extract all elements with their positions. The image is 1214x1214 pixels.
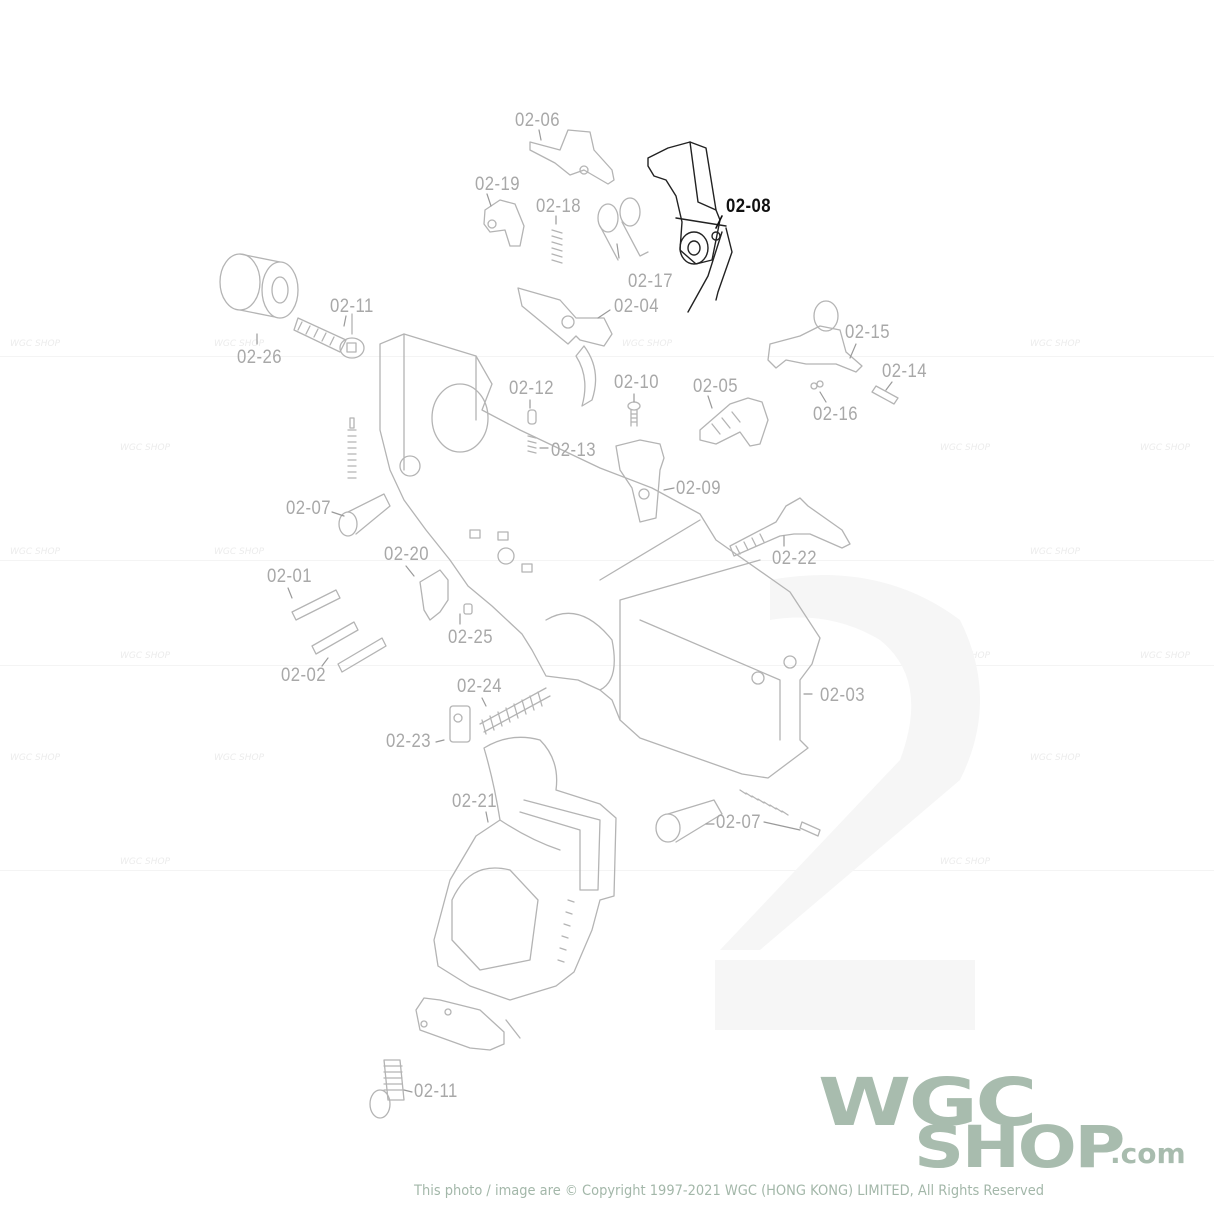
- part-02-11-screw: [293, 317, 365, 359]
- watermark-mini: WGC SHOP: [214, 753, 265, 763]
- part-label-02-17: 02-17: [628, 271, 673, 292]
- part-label-02-13: 02-13: [551, 440, 596, 461]
- part-label-02-19: 02-19: [475, 174, 520, 195]
- part-label-02-07: 02-07: [286, 498, 331, 519]
- part-02-10: [627, 401, 641, 427]
- brand-logo-wgc: WGC: [818, 1064, 1037, 1141]
- watermark-mini: WGC SHOP: [120, 443, 171, 453]
- part-02-26: [219, 253, 299, 319]
- part-label-02-02: 02-02: [281, 665, 326, 686]
- part-label-02-09: 02-09: [676, 478, 721, 499]
- watermark-mini: WGC SHOP: [120, 857, 171, 867]
- part-label-02-05: 02-05: [693, 376, 738, 397]
- watermark-mini: WGC SHOP: [622, 339, 673, 349]
- part-label-02-10: 02-10: [614, 372, 659, 393]
- watermark-band: [0, 356, 1214, 357]
- part-02-24: [479, 687, 551, 735]
- part-02-02: [311, 621, 387, 673]
- watermark-mini: WGC SHOP: [10, 547, 61, 557]
- part-label-02-26: 02-26: [237, 347, 282, 368]
- watermark-mini: WGC SHOP: [10, 753, 61, 763]
- part-label-02-23: 02-23: [386, 731, 431, 752]
- part-02-21-grip: [433, 736, 617, 1001]
- part-label-02-18: 02-18: [536, 196, 581, 217]
- part-label-02-24: 02-24: [457, 676, 502, 697]
- part-02-07-right: [655, 789, 821, 843]
- part-label-02-11: 02-11: [330, 296, 374, 317]
- part-02-11-bottom-screw: [369, 1059, 405, 1119]
- part-label-02-06: 02-06: [515, 110, 560, 131]
- part-02-04-trigger: [517, 287, 613, 407]
- watermark-mini: WGC SHOP: [1140, 651, 1191, 661]
- part-label-02-21: 02-21: [452, 791, 497, 812]
- part-02-22: [729, 497, 851, 557]
- part-grip-base-plate: [415, 997, 521, 1051]
- part-02-09: [615, 439, 665, 523]
- part-02-18: [551, 229, 563, 264]
- watermark-band: [0, 560, 1214, 561]
- part-02-06: [529, 129, 615, 185]
- part-label-02-11: 02-11: [414, 1081, 458, 1102]
- part-02-07-left: [338, 313, 391, 537]
- watermark-mini: WGC SHOP: [214, 547, 265, 557]
- watermark-mini: WGC SHOP: [10, 339, 61, 349]
- part-02-13: [527, 435, 537, 454]
- part-label-02-25: 02-25: [448, 627, 493, 648]
- part-02-16: [810, 380, 824, 390]
- copyright-notice: This photo / image are © Copyright 1997-…: [414, 1183, 1045, 1199]
- watermark-mini: WGC SHOP: [940, 443, 991, 453]
- part-label-02-15: 02-15: [845, 322, 890, 343]
- brand-logo-shop: SHOP: [914, 1113, 1125, 1181]
- part-label-02-14: 02-14: [882, 361, 927, 382]
- watermark-mini: WGC SHOP: [120, 651, 171, 661]
- watermark-mini: WGC SHOP: [1030, 339, 1081, 349]
- leader-lines: [256, 129, 893, 1093]
- leader-line-02-08: [715, 215, 723, 229]
- watermark-mini: WGC SHOP: [940, 857, 991, 867]
- part-label-02-12: 02-12: [509, 378, 554, 399]
- part-label-02-01: 02-01: [267, 566, 312, 587]
- part-02-17: [597, 197, 649, 261]
- watermark-mini: WGC SHOP: [1030, 753, 1081, 763]
- part-02-20: [419, 569, 449, 621]
- part-02-14: [871, 385, 899, 405]
- part-label-02-22: 02-22: [772, 548, 817, 569]
- part-02-23: [449, 705, 471, 743]
- brand-logo-com: .com: [1110, 1137, 1186, 1170]
- part-02-25: [463, 603, 473, 615]
- watermark-mini: WGC SHOP: [1140, 443, 1191, 453]
- part-02-12: [527, 409, 537, 425]
- part-02-01: [291, 589, 341, 621]
- watermark-band: [0, 665, 1214, 666]
- part-label-02-20: 02-20: [384, 544, 429, 565]
- watermark-mini: WGC SHOP: [1030, 547, 1081, 557]
- part-label-02-04: 02-04: [614, 296, 659, 317]
- watermark-mini: WGC SHOP: [214, 339, 265, 349]
- part-02-03-lower-receiver: [379, 333, 821, 779]
- part-02-15: [767, 300, 863, 373]
- part-02-19: [483, 199, 525, 247]
- part-label-02-07: 02-07: [716, 812, 761, 833]
- part-label-02-08-highlighted: 02-08: [726, 196, 771, 217]
- part-label-02-03: 02-03: [820, 685, 865, 706]
- part-label-02-16: 02-16: [813, 404, 858, 425]
- part-02-05: [699, 397, 769, 447]
- watermark-band: [0, 870, 1214, 871]
